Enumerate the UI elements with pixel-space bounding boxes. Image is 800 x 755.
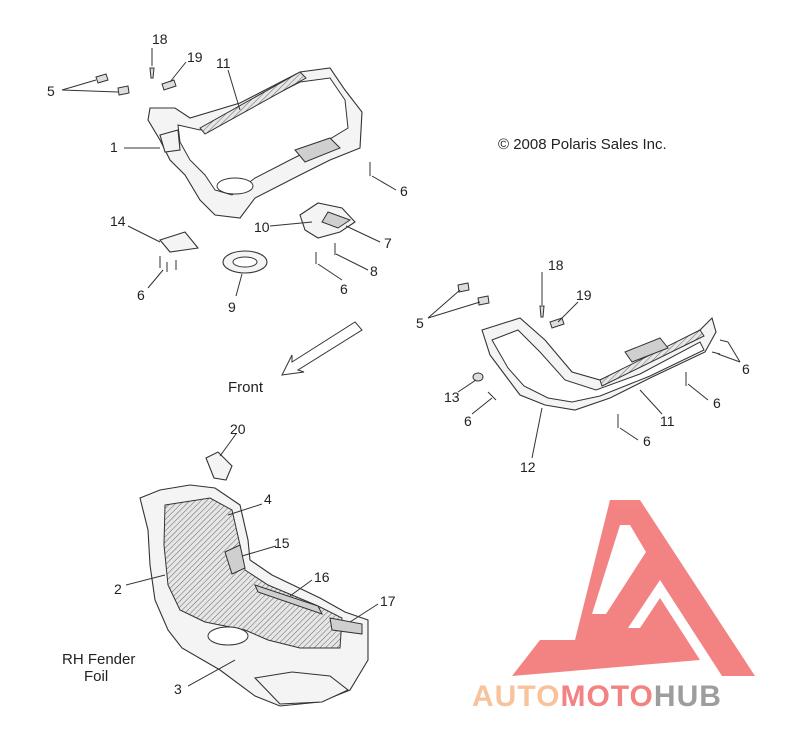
clip-19-right — [549, 317, 565, 329]
floor-panel-1-tab — [159, 129, 181, 153]
floor-panel-1-step — [294, 137, 341, 163]
fender-foil-4 — [163, 497, 343, 649]
logo-auto: AUTO — [472, 680, 560, 713]
callout-6-c: 6 — [137, 287, 145, 303]
callouts: 18 19 5 11 1 6 14 10 7 8 6 6 9 18 19 5 6… — [47, 31, 750, 697]
logo-triangle-inner — [592, 525, 646, 614]
callout-5-top: 5 — [47, 83, 55, 99]
plug-13 — [472, 372, 484, 382]
screw-18-right — [539, 305, 545, 318]
callout-8: 8 — [370, 263, 378, 279]
callout-16: 16 — [314, 569, 330, 585]
callout-17: 17 — [380, 593, 396, 609]
logo-moto: MOTO — [560, 680, 653, 713]
floor-panel-upper-assembly — [147, 67, 363, 219]
callout-1: 1 — [110, 139, 118, 155]
screw-18-top — [149, 67, 155, 79]
callout-5-r: 5 — [416, 315, 424, 331]
automotohub-logo: AUTOMOTOHUB — [472, 500, 755, 713]
callout-6-f: 6 — [713, 395, 721, 411]
push-rivet-5b — [117, 85, 130, 96]
foil-16 — [254, 584, 323, 615]
callout-19-r: 19 — [576, 287, 592, 303]
foot-cover-7-insert — [321, 211, 352, 229]
foot-cover-7 — [299, 202, 356, 239]
side-panel-right-assembly — [481, 316, 717, 411]
side-panel-12-face — [491, 329, 705, 403]
front-arrow — [281, 321, 363, 376]
logo-triangle-outer — [512, 500, 755, 676]
callout-9: 9 — [228, 299, 236, 315]
floor-panel-1-hole — [216, 177, 254, 195]
foil-15 — [224, 544, 246, 575]
side-panel-11-step — [624, 337, 669, 363]
logo-hub: HUB — [654, 680, 722, 713]
fasteners-6-left — [159, 256, 177, 272]
clip-19-top — [161, 79, 177, 91]
grommet-9 — [222, 250, 268, 274]
callout-4: 4 — [264, 491, 272, 507]
callout-12: 12 — [520, 459, 536, 475]
copyright-note: © 2008 Polaris Sales Inc. — [498, 136, 667, 153]
hardware-top-left — [95, 67, 177, 96]
bracket-14 — [159, 231, 200, 253]
callout-11-r: 11 — [660, 413, 675, 429]
bracket-20 — [205, 451, 233, 481]
callout-14: 14 — [110, 213, 126, 229]
callout-11-top: 11 — [216, 55, 231, 71]
callout-13: 13 — [444, 389, 460, 405]
leader-lines — [61, 48, 741, 687]
callout-20: 20 — [230, 421, 246, 437]
callout-7: 7 — [384, 235, 392, 251]
callout-6-a: 6 — [400, 183, 408, 199]
callout-6-e: 6 — [464, 413, 472, 429]
push-rivet-5a — [95, 73, 109, 84]
fender-hole — [207, 626, 249, 646]
callout-18-top: 18 — [152, 31, 168, 47]
fasteners-near-cover — [315, 162, 371, 264]
callout-3: 3 — [174, 681, 182, 697]
foil-17 — [329, 617, 363, 635]
callout-18-r: 18 — [548, 257, 564, 273]
callout-10: 10 — [254, 219, 270, 235]
fender-3-lower — [253, 671, 350, 705]
floor-panel-1-rail — [199, 71, 307, 135]
callout-2: 2 — [114, 581, 122, 597]
callout-6-g: 6 — [643, 433, 651, 449]
hardware-right — [457, 282, 729, 428]
push-rivet-5c — [457, 282, 470, 293]
rh-fender-label-line2: Foil — [84, 668, 108, 685]
callout-15: 15 — [274, 535, 290, 551]
push-rivet-5d — [477, 295, 490, 306]
rh-fender-label-line1: RH Fender — [62, 651, 135, 668]
callout-19-top: 19 — [187, 49, 203, 65]
logo-text: AUTOMOTOHUB — [472, 680, 722, 713]
front-label: Front — [228, 379, 264, 396]
callout-6-b: 6 — [340, 281, 348, 297]
rh-fender-foil-assembly — [139, 484, 369, 707]
callout-6-d: 6 — [742, 361, 750, 377]
